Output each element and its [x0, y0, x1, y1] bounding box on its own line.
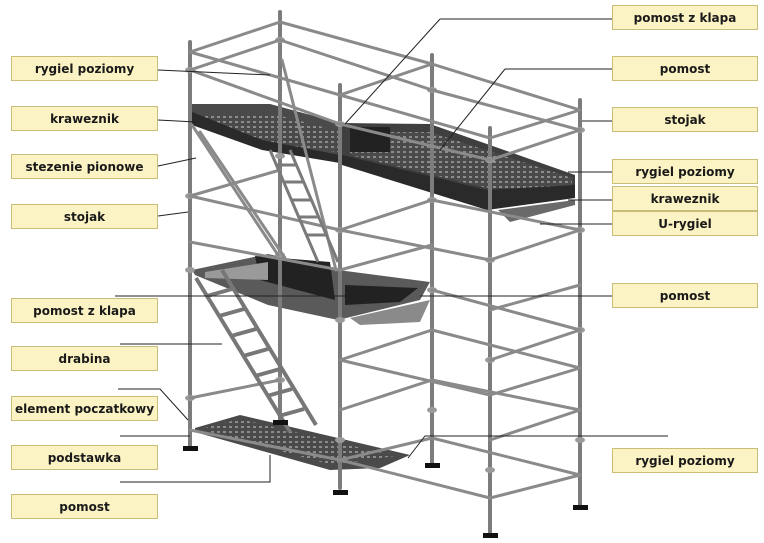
label-deck-right-1: pomost [612, 56, 758, 81]
top-deck-right [342, 123, 575, 197]
leader-lines [115, 18, 668, 483]
vertical-bracing [190, 58, 338, 272]
label-deck-right-2: pomost [612, 283, 758, 308]
label-toeboard-left: kraweznik [11, 106, 158, 131]
upper-ladder [268, 149, 340, 263]
label-ledger-right-2: rygiel poziomy [612, 448, 758, 473]
label-ledger-left-1: rygiel poziomy [11, 56, 158, 81]
rosettes [185, 37, 585, 473]
middle-deck [192, 254, 430, 325]
base-plates [183, 420, 588, 538]
label-base-jack: podstawka [11, 445, 158, 470]
label-deck-left: pomost [11, 494, 158, 519]
label-standard-left: stojak [11, 204, 158, 229]
label-ladder: drabina [11, 346, 158, 371]
label-toeboard-right: kraweznik [612, 186, 758, 211]
label-hatch-deck-left: pomost z klapa [11, 298, 158, 323]
bottom-deck [195, 415, 410, 470]
label-standard-right: stojak [612, 107, 758, 132]
standards [188, 10, 582, 534]
label-hatch-deck-right: pomost z klapa [612, 5, 758, 30]
label-u-ledger: U-rygiel [612, 211, 758, 236]
label-ledger-right-1: rygiel poziomy [612, 159, 758, 184]
label-starter-element: element poczatkowy [11, 396, 158, 421]
label-vertical-brace: stezenie pionowe [11, 154, 158, 179]
